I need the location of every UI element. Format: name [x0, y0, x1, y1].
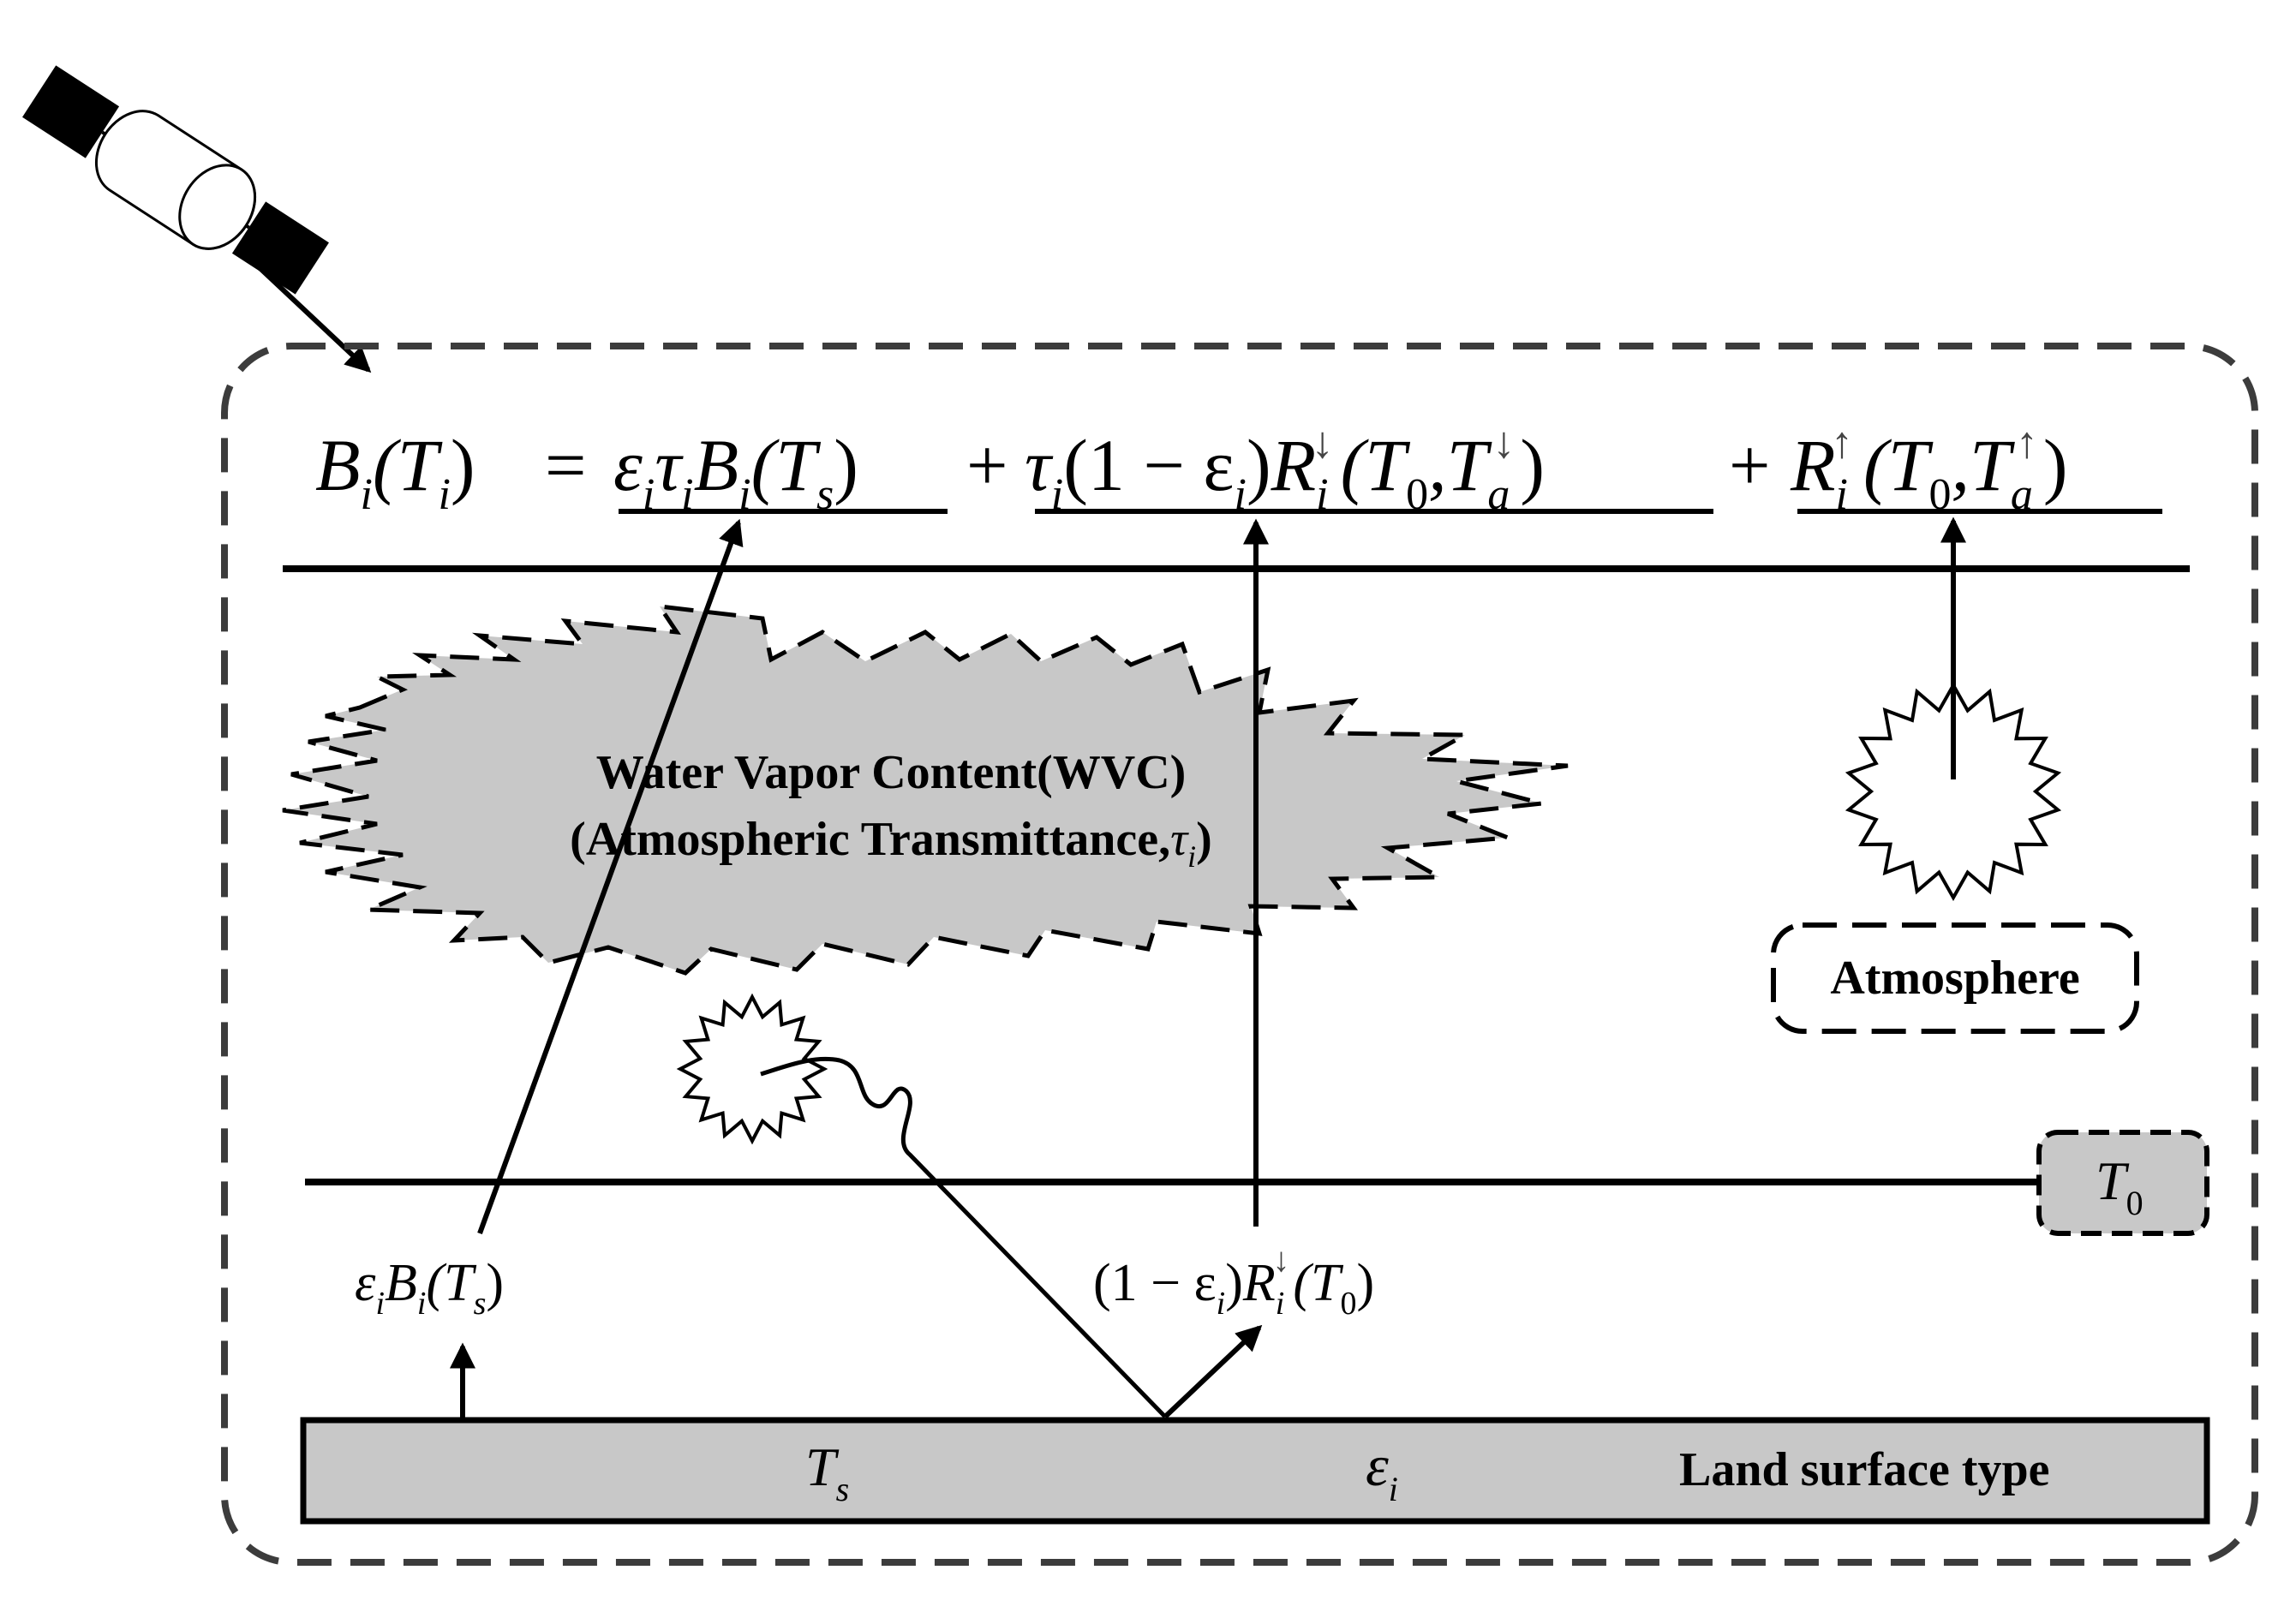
sun-icon-atmosphere: [1845, 681, 2062, 902]
water-vapor-cloud: [282, 603, 1569, 976]
sun-icon-surface: [676, 993, 828, 1145]
atmosphere-label: Atmosphere: [1830, 952, 2079, 1005]
land-ts-label: Ts: [805, 1436, 849, 1508]
radiative-transfer-equation: Bi(Ti) = εiτiBi(Ts) + τi(1 − εi)Ri↓(T0,T…: [315, 419, 2067, 519]
satellite-icon: [22, 65, 329, 295]
surface-reflection-arrow: [1163, 1324, 1263, 1419]
satellite-arrow: [253, 261, 372, 373]
land-emissivity-label: εi: [1366, 1433, 1398, 1508]
downwelling-radiation-path: [760, 1056, 1167, 1418]
atmosphere-label-box: [1771, 922, 2139, 1034]
land-surface-bar: [300, 1417, 2210, 1525]
cloud-label-line2: (Atmospheric Transmittance,τi): [570, 813, 1212, 874]
t0-label-box: [2036, 1130, 2209, 1236]
t0-label: T0: [2096, 1150, 2144, 1222]
cloud-label-line1: Water Vapor Content(WVC): [596, 746, 1187, 799]
land-surface-type-label: Land surface type: [1679, 1443, 2049, 1496]
surface-emission-arrow: [477, 518, 744, 1235]
reflected-label: (1 − εi)Ri↓(T0): [1093, 1240, 1374, 1322]
surface-emission-label: εiBi(Ts): [355, 1254, 504, 1322]
